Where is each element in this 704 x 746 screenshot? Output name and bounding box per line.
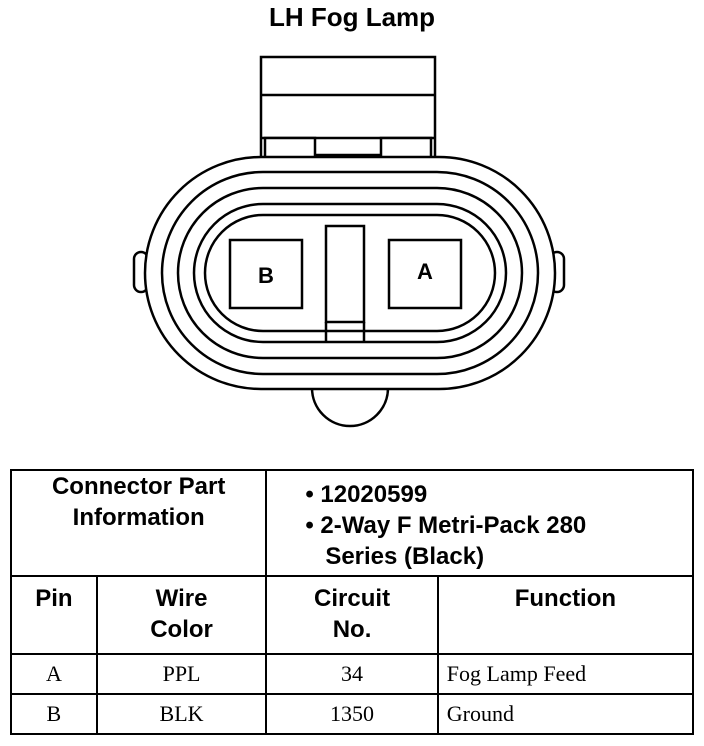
header-pin: Pin — [10, 575, 98, 655]
part-info-values: 12020599 2-Way F Metri-Pack 280 Series (… — [265, 469, 694, 577]
part-info-label-line1: Connector Part — [51, 473, 226, 500]
part-number: 12020599 — [305, 479, 692, 510]
header-function: Function — [436, 575, 695, 655]
cell-circuit: 34 — [265, 653, 439, 695]
cell-wire-color: PPL — [95, 653, 268, 695]
pin-a-label: A — [417, 259, 433, 284]
connector-info-table: Connector Part Information 12020599 2-Wa… — [9, 469, 695, 735]
connector-key — [310, 387, 390, 428]
cell-pin: B — [10, 693, 98, 735]
cell-pin: A — [10, 653, 98, 695]
cell-circuit: 1350 — [265, 693, 439, 735]
cell-wire-color: BLK — [95, 693, 268, 735]
connector-center-divider — [324, 224, 366, 324]
connector-housing-ring-2 — [176, 186, 524, 360]
table-row: B BLK 1350 Ground — [10, 693, 695, 735]
part-description-line2: Series (Black) — [325, 543, 485, 570]
table-row: A PPL 34 Fog Lamp Feed — [10, 653, 695, 695]
connector-housing-ring-1 — [160, 170, 540, 376]
pin-b-label: B — [258, 263, 274, 288]
connector-housing-face — [203, 213, 497, 333]
diagram-title: LH Fog Lamp — [268, 2, 436, 32]
connector-housing-ring-3 — [192, 202, 508, 344]
cell-function: Fog Lamp Feed — [436, 653, 695, 695]
pin-cavity-b — [228, 238, 304, 310]
part-info-row: Connector Part Information 12020599 2-Wa… — [9, 469, 694, 577]
connector-drawing: B A — [132, 55, 566, 428]
part-description-line1: 2-Way F Metri-Pack 280 — [305, 510, 692, 541]
pin-cavity-a — [387, 238, 463, 310]
part-info-label: Connector Part Information — [9, 469, 268, 577]
part-info-label-line2: Information — [72, 504, 205, 531]
cell-function: Ground — [436, 693, 695, 735]
